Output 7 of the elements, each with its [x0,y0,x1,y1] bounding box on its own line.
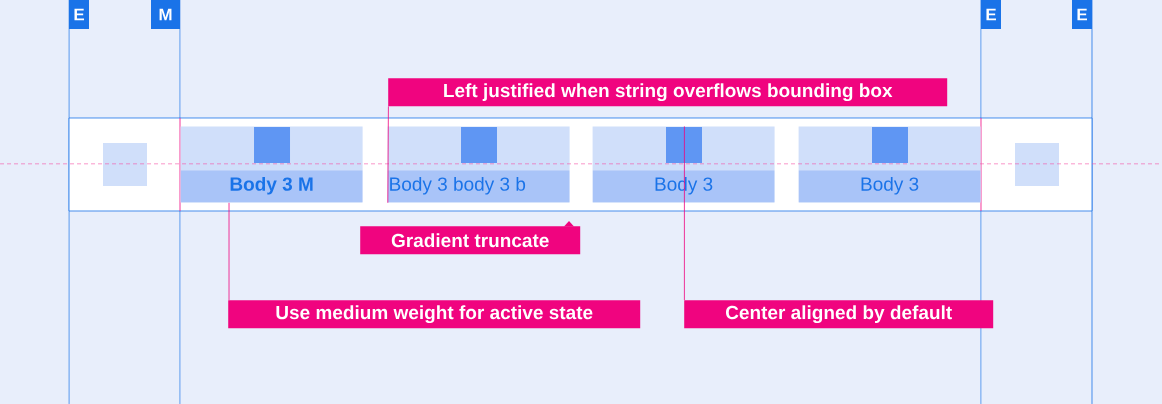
callout-box: Gradient truncate [360,221,581,255]
callout-box: Use medium weight for active state [228,300,641,329]
leader-line [684,126,685,301]
callout-box: Center aligned by default [684,300,994,329]
leader-line [228,202,230,301]
leader-line [387,106,389,204]
callout-box: Left justified when string overflows bounding box [388,78,948,107]
